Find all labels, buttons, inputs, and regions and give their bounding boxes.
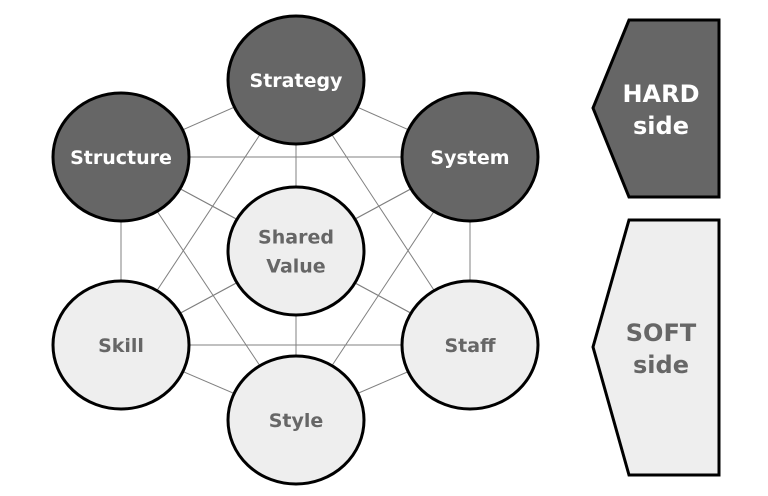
strategy-circle bbox=[226, 14, 366, 146]
style-label: Style bbox=[269, 410, 324, 432]
shared-label: Shared bbox=[258, 227, 334, 249]
hard-side-badge: HARD side bbox=[591, 18, 721, 199]
node-skill: Skill bbox=[51, 279, 191, 411]
shared-label: Value bbox=[266, 256, 325, 278]
strategy-label: Strategy bbox=[250, 70, 344, 92]
soft-side-label-1: SOFT bbox=[626, 319, 697, 347]
node-style: Style bbox=[226, 354, 366, 486]
node-strategy: Strategy bbox=[226, 14, 366, 146]
system-label: System bbox=[430, 147, 509, 169]
staff-circle bbox=[400, 279, 540, 411]
shared-circle bbox=[226, 185, 366, 317]
soft-side-badge: SOFT side bbox=[591, 218, 721, 477]
structure-label: Structure bbox=[70, 147, 172, 169]
node-system: System bbox=[400, 91, 540, 223]
node-structure: Structure bbox=[51, 91, 191, 223]
system-circle bbox=[400, 91, 540, 223]
skill-label: Skill bbox=[98, 335, 144, 357]
structure-circle bbox=[51, 91, 191, 223]
node-staff: Staff bbox=[400, 279, 540, 411]
hard-side-label-2: side bbox=[633, 112, 689, 140]
soft-side-label-2: side bbox=[633, 351, 689, 379]
style-circle bbox=[226, 354, 366, 486]
staff-label: Staff bbox=[445, 335, 497, 357]
skill-circle bbox=[51, 279, 191, 411]
hard-side-label-1: HARD bbox=[622, 80, 699, 108]
